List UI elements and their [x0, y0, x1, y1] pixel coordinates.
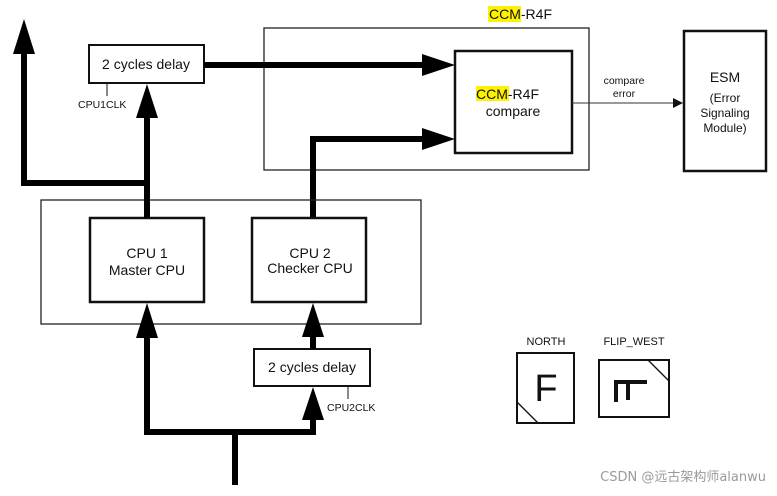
- cpu2-line1: CPU 2: [289, 245, 330, 261]
- legend-flip-west-box: [598, 359, 670, 418]
- esm-line2: (Error: [710, 91, 741, 105]
- ccm-r4f-group-box: [263, 27, 590, 171]
- cpu2clk-label: CPU2CLK: [327, 402, 375, 414]
- esm-line3: Signaling: [700, 106, 749, 120]
- bus-cpu2-to-compare-arrowhead: [422, 128, 455, 150]
- esm-title: ESM: [710, 69, 740, 85]
- compare-error-label-2: error: [613, 88, 636, 100]
- legend-flip-west-corner-mark: [647, 359, 670, 382]
- compare-error-arrowhead: [673, 98, 683, 108]
- bus-input-to-cpu1-arrowhead: [136, 303, 158, 338]
- bus-cpu1-output-arrowhead: [13, 19, 35, 54]
- bus-cpu2-to-compare: [310, 136, 425, 218]
- bus-delay2-to-cpu2-arrowhead: [302, 303, 324, 337]
- cpu1-line1: CPU 1: [126, 245, 167, 261]
- legend-north-glyph: F: [534, 368, 557, 410]
- bus-input-split: [144, 335, 316, 435]
- legend-north-corner-mark: [516, 401, 539, 424]
- cpu1clk-label: CPU1CLK: [78, 99, 126, 111]
- delay-bottom-label: 2 cycles delay: [268, 359, 356, 375]
- delay-top-label: 2 cycles delay: [102, 56, 190, 72]
- cpu2-block: [250, 216, 368, 304]
- compare-title-highlight: [476, 86, 509, 101]
- ccm-group-title: CCM-R4F: [489, 6, 552, 22]
- cpu1-line2: Master CPU: [109, 262, 185, 278]
- esm-block: [682, 29, 768, 173]
- ccm-compare-block: [453, 49, 574, 155]
- cpu2-line2: Checker CPU: [267, 260, 353, 276]
- compare-block-line2: compare: [486, 103, 541, 119]
- watermark: CSDN @远古架构师alanwu: [600, 470, 766, 485]
- delay-box-bottom: [253, 348, 371, 387]
- legend-north-label: NORTH: [527, 336, 566, 348]
- compare-block-line1: CCM-R4F: [476, 86, 539, 102]
- ccm-title-highlight: [488, 6, 521, 22]
- bus-cpu1-to-delay-arrowhead: [136, 84, 158, 118]
- esm-line4: Module): [703, 121, 746, 135]
- bus-cpu1-output-branch: [21, 52, 147, 186]
- legend-flip-west-glyph: [614, 380, 647, 402]
- bus-delay-to-compare-arrowhead: [422, 54, 455, 76]
- compare-error-label-1: compare: [604, 75, 645, 87]
- cpu-group-box: [40, 199, 422, 325]
- bus-input-to-delay2-arrowhead: [302, 387, 324, 420]
- legend-flip-west-label: FLIP_WEST: [603, 336, 664, 348]
